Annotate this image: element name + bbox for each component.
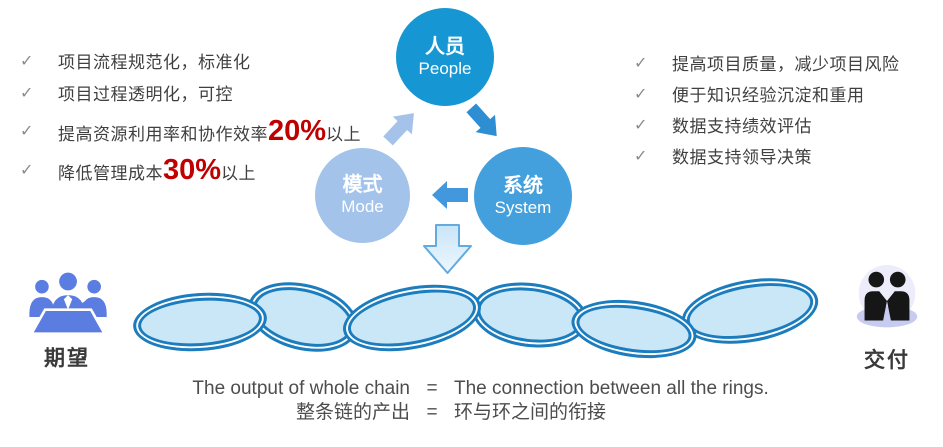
left-benefit-row-2: ✓ 项目过程透明化，可控 — [20, 80, 233, 105]
right-benefit-row-3: ✓ 数据支持绩效评估 — [634, 112, 812, 137]
big-down-arrow-icon — [423, 224, 472, 274]
check-icon: ✓ — [634, 54, 648, 72]
equation-zh-left: 整条链的产出 — [295, 402, 410, 423]
chain-ring-1 — [131, 288, 269, 356]
left-benefit-row-1: ✓ 项目流程规范化，标准化 — [20, 48, 251, 73]
arrow-people-to-system-icon — [466, 103, 497, 137]
expectation-label: 期望 — [44, 347, 90, 370]
left-benefit-row-3: ✓ 提高资源利用率和协作效率20%以上 — [20, 113, 361, 149]
equation-en-right: The connection between all the rings. — [454, 378, 769, 399]
system-circle: 系统 System — [474, 147, 572, 245]
people-circle: 人员 People — [396, 8, 494, 106]
arrow-mode-to-people-icon — [383, 113, 414, 146]
check-icon: ✓ — [20, 123, 34, 140]
chain-ring-5 — [567, 292, 701, 366]
equation-zh-right: 环与环之间的衔接 — [454, 402, 607, 423]
benefit-text: 降低管理成本30%以上 — [58, 153, 257, 186]
left-benefit-row-4: ✓ 降低管理成本30%以上 — [20, 152, 256, 188]
delivery-label: 交付 — [864, 349, 910, 372]
check-icon: ✓ — [634, 116, 648, 134]
check-icon: ✓ — [20, 52, 34, 70]
mode-label-en: Mode — [341, 197, 384, 217]
mode-circle: 模式 Mode — [315, 148, 410, 243]
right-benefit-row-2: ✓ 便于知识经验沉淀和重用 — [634, 81, 865, 106]
benefit-text: 项目流程规范化，标准化 — [58, 53, 251, 72]
people-label-en: People — [418, 58, 472, 78]
highlight-percent: 20% — [268, 114, 327, 147]
check-icon: ✓ — [20, 162, 34, 179]
chain-equation: The output of whole chain = The connecti… — [148, 377, 769, 424]
check-icon: ✓ — [634, 147, 648, 165]
equation-en-equals: = — [426, 378, 438, 399]
benefit-text: 数据支持绩效评估 — [672, 117, 812, 136]
highlight-percent: 30% — [163, 153, 222, 186]
right-benefit-row-1: ✓ 提高项目质量，减少项目风险 — [634, 50, 900, 75]
benefit-text: 便于知识经验沉淀和重用 — [672, 86, 865, 105]
mode-label-zh: 模式 — [342, 174, 383, 197]
benefit-text: 提高项目质量，减少项目风险 — [672, 55, 900, 74]
arrow-system-to-mode-icon — [432, 181, 468, 209]
check-icon: ✓ — [634, 85, 648, 103]
benefit-text: 提高资源利用率和协作效率20%以上 — [58, 114, 362, 147]
right-benefit-row-4: ✓ 数据支持领导决策 — [634, 143, 812, 168]
system-label-en: System — [494, 197, 552, 217]
system-label-zh: 系统 — [503, 174, 543, 197]
meeting-people-icon — [29, 272, 107, 336]
benefit-text: 项目过程透明化，可控 — [58, 85, 233, 104]
people-label-zh: 人员 — [425, 35, 465, 58]
handshake-people-icon — [856, 264, 918, 328]
chain-ring-6 — [676, 268, 824, 354]
equation-zh-equals: = — [426, 402, 438, 423]
check-icon: ✓ — [20, 84, 34, 102]
chain-ring-3 — [337, 274, 487, 362]
benefit-text: 数据支持领导决策 — [672, 148, 812, 167]
equation-en-left: The output of whole chain — [192, 378, 410, 399]
